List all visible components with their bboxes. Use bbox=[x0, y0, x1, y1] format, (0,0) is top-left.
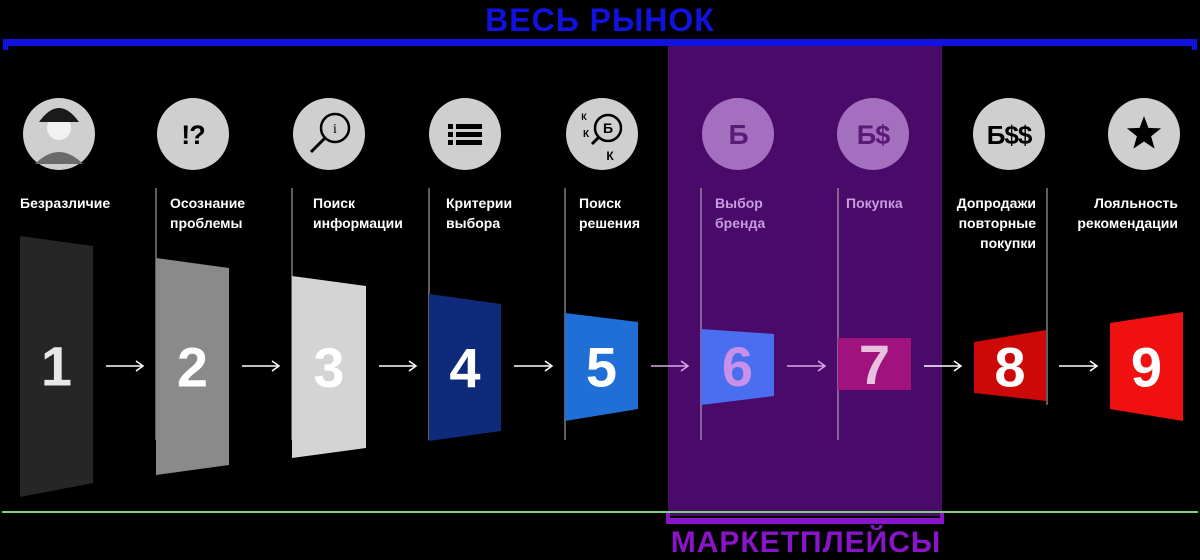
stage-number-2: 2 bbox=[177, 336, 208, 399]
stage-block-3 bbox=[292, 276, 366, 458]
stage-block-1 bbox=[20, 236, 93, 497]
stage-block-9 bbox=[1110, 312, 1183, 421]
stage-label-2: Осознание проблемы bbox=[170, 193, 245, 233]
stage-label-line: повторные bbox=[958, 215, 1036, 231]
market-title: ВЕСЬ РЫНОК bbox=[485, 2, 715, 38]
compare-handle bbox=[590, 135, 601, 146]
brand-compare-icon bbox=[566, 98, 638, 170]
marketplaces-bracket-left-end bbox=[666, 513, 670, 524]
arrow-head bbox=[544, 360, 554, 372]
brand-icon-glyph: Б bbox=[728, 119, 748, 150]
stage-label-5: Поиск решения bbox=[579, 193, 640, 233]
arrow-head bbox=[271, 360, 281, 372]
arrow-head bbox=[953, 360, 963, 372]
magnifier-handle bbox=[309, 136, 327, 154]
arrow-head bbox=[135, 360, 145, 372]
marketplaces-title: МАРКЕТПЛЕЙСЫ bbox=[670, 526, 942, 559]
market-bracket-right-end bbox=[1192, 39, 1197, 50]
arrow-head bbox=[1089, 360, 1099, 372]
stage-label-line: покупки bbox=[980, 235, 1036, 251]
stage-block-4 bbox=[429, 294, 501, 441]
stage-block-6 bbox=[701, 329, 774, 405]
person-shoulders bbox=[35, 152, 83, 164]
stage-label-6: Выбор бренда bbox=[715, 193, 765, 233]
person-hat bbox=[39, 108, 79, 122]
stage-label-line: проблемы bbox=[170, 215, 243, 231]
list-bullet bbox=[448, 132, 453, 137]
stage-label-line: Критерии bbox=[446, 195, 513, 211]
brand-double-dollar-icon bbox=[973, 98, 1045, 170]
info-glyph: i bbox=[333, 122, 337, 137]
list-bullet bbox=[448, 140, 453, 145]
marketplaces-bracket-right-end bbox=[940, 513, 944, 524]
arrow-head bbox=[680, 360, 690, 372]
arrow-head bbox=[817, 360, 827, 372]
list-bullet bbox=[448, 124, 453, 129]
competitor-glyph: К bbox=[583, 129, 590, 140]
stage-label-line: Покупка bbox=[846, 195, 903, 211]
stage-label-1: Безразличие bbox=[20, 193, 110, 213]
stage-label-9: Лояльность рекомендации bbox=[1077, 193, 1178, 233]
competitor-glyph: К bbox=[581, 112, 587, 122]
stage-number-6: 6 bbox=[722, 335, 753, 398]
arrow-head bbox=[408, 360, 418, 372]
stage-number-5: 5 bbox=[586, 335, 617, 398]
stage-block-5 bbox=[565, 313, 638, 421]
magnifier-lens bbox=[319, 112, 351, 144]
stage-block-2 bbox=[156, 258, 229, 475]
stage-label-line: Поиск bbox=[313, 195, 356, 211]
exclamation-question-icon bbox=[157, 98, 229, 170]
market-bracket-bar bbox=[3, 39, 1197, 46]
stage-number-9: 9 bbox=[1131, 335, 1162, 398]
stage-block-8 bbox=[974, 330, 1046, 401]
stage-label-line: Выбор bbox=[715, 195, 763, 211]
stage-number-4: 4 bbox=[449, 337, 480, 400]
stage-number-1: 1 bbox=[41, 335, 72, 398]
list-line bbox=[456, 140, 482, 145]
brand-double-dollar-icon-glyph: Б$$ bbox=[987, 120, 1033, 150]
magnifier-info-icon bbox=[293, 98, 365, 170]
stage-label-line: Безразличие bbox=[20, 195, 111, 211]
stage-label-4: Критерии выбора bbox=[446, 193, 512, 233]
stage-label-7: Покупка bbox=[846, 193, 903, 213]
stage-label-line: выбора bbox=[446, 215, 501, 231]
stage-label-3: Поиск информации bbox=[313, 193, 403, 233]
stage-label-line: информации bbox=[313, 215, 403, 231]
brand-dollar-icon-glyph: Б$ bbox=[857, 120, 890, 150]
stage-label-line: Лояльность bbox=[1094, 195, 1178, 211]
stage-number-3: 3 bbox=[313, 336, 344, 399]
brand-icon bbox=[702, 98, 774, 170]
stage-label-line: Осознание bbox=[170, 195, 246, 211]
stage-block-7 bbox=[838, 338, 911, 390]
list-line bbox=[456, 132, 482, 137]
stage-label-line: рекомендации bbox=[1077, 215, 1178, 231]
star-shape bbox=[1126, 116, 1162, 149]
marketplaces-bracket-bar bbox=[666, 518, 944, 524]
compare-brand-glyph: Б bbox=[603, 120, 613, 136]
competitor-glyph: К bbox=[606, 149, 614, 163]
stage-label-line: Допродажи bbox=[956, 195, 1036, 211]
stage-label-line: Поиск bbox=[579, 195, 622, 211]
list-line bbox=[456, 124, 482, 129]
exclamation-question-icon-glyph: !? bbox=[181, 120, 204, 150]
market-bracket-left-end bbox=[3, 39, 8, 50]
compare-lens bbox=[593, 113, 623, 143]
stage-label-8: Допродажи повторные покупки bbox=[957, 193, 1036, 253]
stage-number-8: 8 bbox=[994, 336, 1025, 399]
stage-number-7: 7 bbox=[859, 333, 890, 396]
stage-label-line: бренда bbox=[715, 215, 766, 231]
brand-dollar-icon bbox=[837, 98, 909, 170]
stage-label-line: решения bbox=[579, 215, 641, 231]
